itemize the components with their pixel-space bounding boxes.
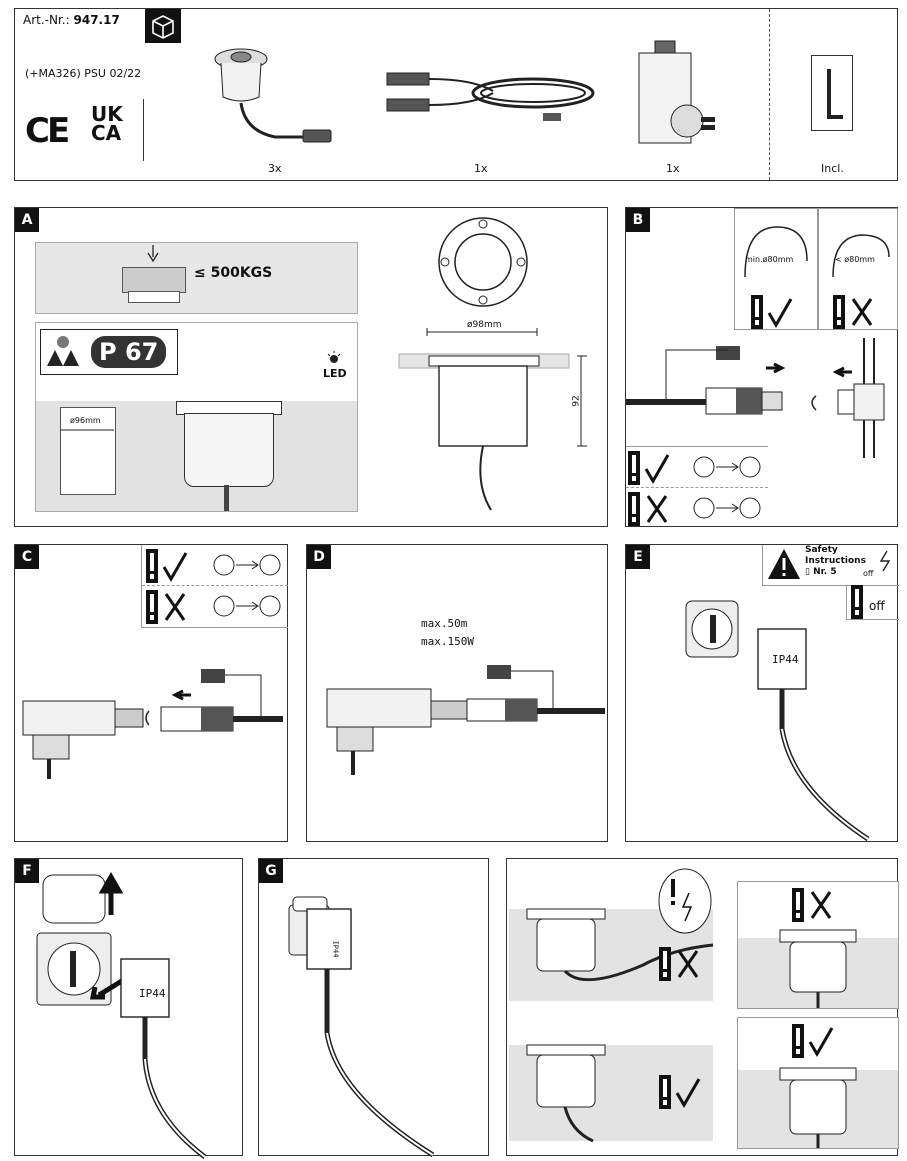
qty-lamp: 3x (268, 162, 282, 175)
pin-row-ok (626, 447, 768, 488)
off-label-2: off (869, 599, 885, 613)
panel-c: C (14, 544, 288, 842)
socket-lid-open (36, 874, 112, 1006)
lamp-level (779, 1067, 857, 1148)
panel-tag-f: F (15, 859, 39, 883)
safety-instructions-box: Safety Instructions ▯ Nr. 5 off (762, 545, 899, 586)
scene-raised-wrong (737, 881, 899, 1009)
pin-match-icon (213, 554, 281, 576)
pin-alignment-c (141, 545, 288, 628)
ip67-badge: P 67 (40, 329, 178, 375)
ip44-label: IP44 (772, 653, 799, 666)
transformer-connection-c (22, 669, 283, 779)
header-panel: Art.-Nr.: 947.17 (+MA326) PSU 02/22 CE U… (14, 8, 898, 181)
bend-loop-ok (744, 226, 808, 278)
transformer-connection-d (326, 665, 605, 775)
wall-socket-e (685, 600, 739, 658)
ok-symbol (146, 549, 188, 583)
connection-cable-illustration (386, 72, 595, 121)
ce-mark: CE (25, 111, 70, 151)
drilled-hole (60, 407, 116, 495)
power-off-icon (879, 550, 891, 572)
panel-tag-e: E (626, 545, 650, 569)
panel-g: G IP44 (258, 858, 489, 1158)
wrong-symbol (833, 295, 875, 329)
min-bend-radius: min.ø80mm (745, 255, 794, 264)
lamp-flush-ok (526, 1044, 606, 1143)
pin-mismatch-icon (213, 595, 281, 617)
bend-loop-wrong (832, 234, 890, 278)
down-arrow-icon (147, 245, 159, 263)
lamp-body (184, 413, 274, 487)
unplug-instruction: off (846, 585, 899, 620)
panel-e: E Safety Instructions ▯ Nr. 5 off off IP… (625, 544, 899, 842)
off-label: off (863, 569, 874, 578)
qty-cable: 1x (474, 162, 488, 175)
bend-radius-ok: min.ø80mm (734, 208, 818, 330)
dust-water-icon (47, 336, 79, 366)
installation-scene: P 67 LED ø96mm (35, 322, 358, 512)
pin-mismatch-icon (693, 497, 761, 519)
header-dotted-divider (769, 9, 770, 180)
max-cable-length: max.50m (421, 617, 468, 630)
panel-tag-a: A (15, 208, 39, 232)
pin-row-wrong (626, 488, 768, 528)
allen-key-frame (811, 55, 853, 131)
lamp-height: 92 (571, 395, 582, 407)
plug-transformer-f (120, 958, 207, 1159)
lamp-cable-tension (526, 908, 714, 982)
max-power: max.150W (421, 635, 474, 648)
plugged-transformer-g (288, 896, 435, 1158)
pin-match-icon (693, 456, 761, 478)
lamp-raised (779, 929, 857, 1008)
panel-a: A ≤ 500KGS P 67 LED ø96mm ø (14, 207, 608, 527)
package-icon (145, 9, 181, 43)
panel-tag-d: D (307, 545, 331, 569)
plug-transformer-illustration (638, 40, 715, 144)
hole-diameter: ø96mm (70, 416, 101, 425)
panel-tag-g: G (259, 859, 283, 883)
plug-transformer-e (757, 628, 870, 842)
lift-arrow-icon (98, 871, 124, 915)
ok-symbol (792, 1024, 834, 1058)
ok-symbol (751, 295, 793, 329)
max-bend-radius: < ø80mm (835, 255, 875, 264)
ok-symbol (659, 1075, 701, 1109)
lamp-diameter: ø98mm (467, 320, 502, 330)
lamp-technical-drawing (398, 217, 587, 511)
load-capacity: ≤ 500KGS (194, 265, 273, 281)
article-label: Art.-Nr.: 947.17 (23, 13, 120, 27)
ip44-label: IP44 (139, 987, 166, 1000)
panel-f: F IP44 (14, 858, 243, 1159)
led-icon (327, 351, 341, 363)
qty-transformer: 1x (666, 162, 680, 175)
safety-title: Safety Instructions ▯ Nr. 5 (805, 545, 866, 577)
panel-tag-b: B (626, 208, 650, 232)
ip44-label: IP44 (331, 940, 340, 958)
wrong-symbol (792, 888, 834, 922)
allen-key-icon (827, 69, 843, 119)
header-divider (143, 99, 144, 161)
pin-alignment-table (626, 446, 768, 529)
hole-diameter-line (60, 429, 114, 431)
load-test-scene: ≤ 500KGS (35, 242, 358, 314)
scene-level-ok (737, 1017, 899, 1149)
panel-d: D max.50m max.150W (306, 544, 608, 842)
panel-tag-c: C (15, 545, 39, 569)
led-label: LED (323, 367, 347, 380)
bend-radius-wrong: < ø80mm (818, 208, 898, 330)
qty-included: Incl. (821, 162, 844, 175)
wrong-symbol (659, 947, 701, 981)
panel-install-rules (506, 858, 899, 1156)
wrong-symbol (146, 590, 188, 624)
ip-rating: P 67 (91, 336, 167, 368)
connector-b-illustration (626, 338, 885, 458)
cable-warning-callout (658, 868, 712, 934)
panel-b: B min.ø80mm < ø80mm (625, 207, 898, 527)
model-line: (+MA326) PSU 02/22 (25, 67, 142, 80)
recessed-lamp-illustration (214, 48, 332, 143)
warning-triangle-icon (768, 549, 800, 579)
